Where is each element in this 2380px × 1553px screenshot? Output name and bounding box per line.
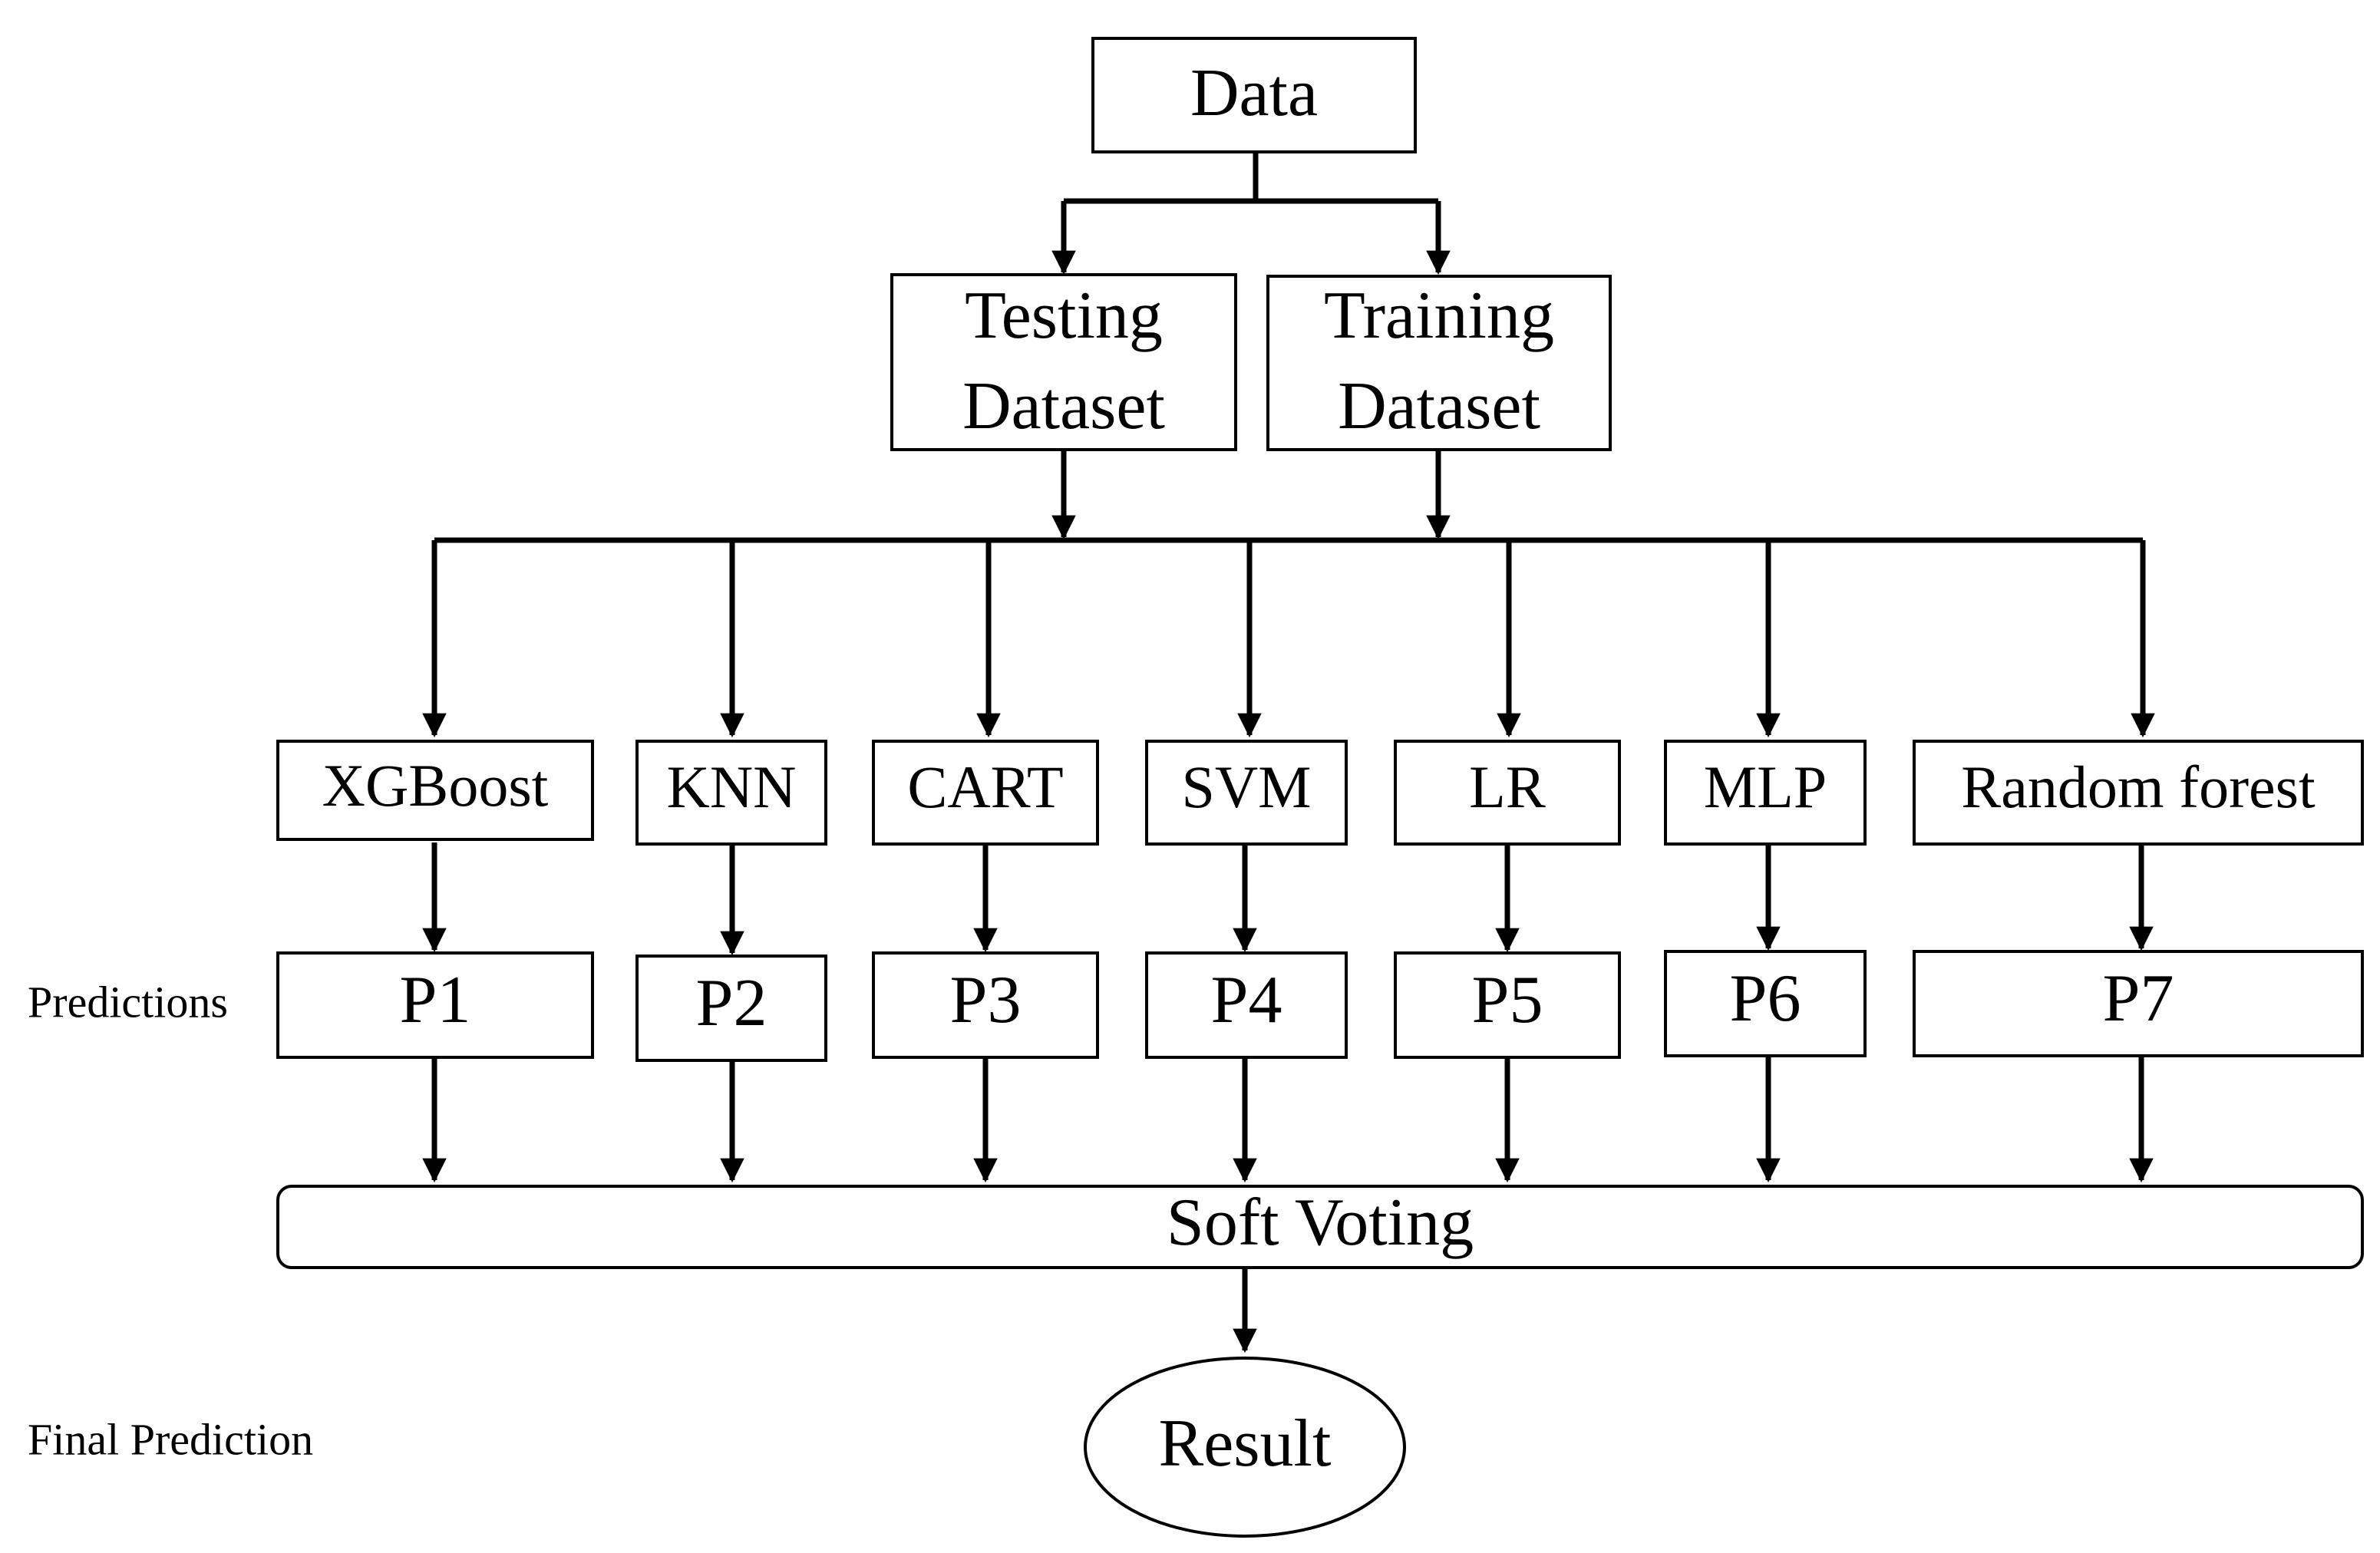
model-random-forest-label: Random forest	[1961, 753, 2316, 820]
model-svm-label: SVM	[1181, 753, 1311, 820]
data-node: Data	[1091, 37, 1417, 153]
prediction-to-voting-connectors	[422, 1057, 2154, 1183]
testing-dataset-line-1: Testing	[965, 279, 1163, 353]
prediction-p1-label: P1	[400, 963, 471, 1037]
soft-voting-node: Soft Voting	[276, 1185, 2364, 1269]
prediction-p3-label: P3	[950, 963, 1022, 1037]
model-xgboost-label: XGBoost	[322, 752, 549, 819]
result-label: Result	[1159, 1406, 1332, 1481]
predictions-row-label: Predictions	[28, 977, 228, 1027]
prediction-p4: P4	[1145, 951, 1348, 1059]
training-dataset-line-1: Training	[1324, 279, 1554, 353]
prediction-p5: P5	[1394, 951, 1621, 1059]
testing-dataset-node: Testing Dataset	[890, 273, 1237, 451]
data-node-label: Data	[1190, 56, 1318, 130]
training-dataset-line-2: Dataset	[1338, 369, 1540, 443]
prediction-p7: P7	[1913, 950, 2364, 1057]
model-mlp: MLP	[1664, 740, 1867, 846]
model-svm: SVM	[1145, 740, 1348, 846]
prediction-p2-label: P2	[696, 966, 767, 1040]
prediction-p1: P1	[276, 951, 594, 1059]
model-cart: CART	[872, 740, 1099, 846]
model-knn-label: KNN	[667, 753, 797, 820]
testing-dataset-line-2: Dataset	[962, 369, 1165, 443]
soft-voting-label: Soft Voting	[1167, 1185, 1474, 1260]
model-knn: KNN	[635, 740, 827, 846]
model-distribution-connector	[422, 450, 2155, 738]
prediction-p5-label: P5	[1472, 963, 1543, 1037]
prediction-p3: P3	[872, 951, 1099, 1059]
prediction-p6: P6	[1664, 950, 1867, 1057]
prediction-p6-label: P6	[1730, 961, 1801, 1036]
model-xgboost: XGBoost	[276, 740, 594, 841]
model-lr: LR	[1394, 740, 1621, 846]
model-cart-label: CART	[907, 753, 1063, 820]
result-node: Result	[1084, 1357, 1406, 1538]
training-dataset-node: Training Dataset	[1266, 275, 1612, 451]
data-split-connector	[1051, 152, 1451, 275]
model-to-prediction-connectors	[422, 842, 2154, 956]
model-random-forest: Random forest	[1913, 740, 2364, 846]
model-lr-label: LR	[1469, 753, 1546, 820]
final-prediction-label: Final Prediction	[28, 1414, 313, 1464]
prediction-p2: P2	[635, 955, 827, 1062]
prediction-p4-label: P4	[1211, 963, 1282, 1037]
prediction-p7-label: P7	[2103, 961, 2174, 1036]
model-mlp-label: MLP	[1704, 753, 1827, 820]
